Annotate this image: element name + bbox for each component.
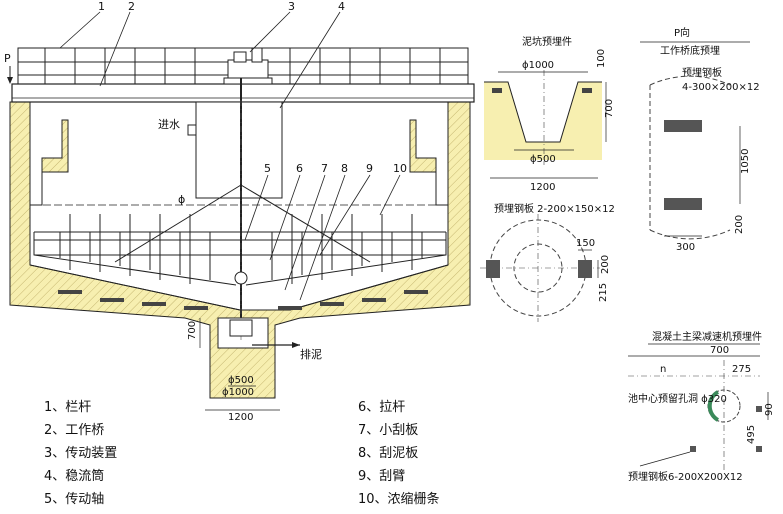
beam-n-mark: n [660,364,666,375]
callout-2: 2 [128,0,135,13]
outlet-label: 排泥 [300,347,322,361]
plate-dim-200: 200 [600,255,611,274]
pit-dim-700: 700 [604,99,615,118]
plate-dim-150: 150 [576,238,595,249]
pit-detail: 泥坑预埋件 ϕ1000 100 700 ϕ500 1200 [484,35,615,193]
callout-10: 10 [393,162,407,175]
beam-hole-label: 池中心预留孔洞 ϕ320 [628,392,727,405]
pview-subtitle: 工作桥底预埋 [660,44,720,57]
beam-plate-label: 预埋钢板6-200X200X12 [628,470,743,483]
callout-1: 1 [98,0,105,13]
plate-dim-215: 215 [598,283,609,302]
main-dim-phi1000: ϕ1000 [222,387,254,398]
legend-item-tie-rod: 6、拉杆 [358,400,406,415]
legend-item-railing: 1、栏杆 [44,400,92,415]
main-dim-700: 700 [187,321,198,340]
pit-dim-1200: 1200 [530,182,555,193]
beam-dim-90: 90 [764,403,775,416]
callout-6: 6 [296,162,303,175]
beam-dim-275: 275 [732,364,751,375]
scraper-arms [33,184,447,286]
main-dim-phi500: ϕ500 [228,375,254,386]
legend-item-small-scraper: 7、小刮板 [358,423,419,438]
legend-item-picket: 10、浓缩栅条 [358,492,440,507]
legend-item-drive-unit: 3、传动装置 [44,446,118,461]
beam-title: 混凝土主梁减速机预埋件 [652,330,762,343]
pview-title: P向 [674,26,690,39]
scraper-blades [58,290,428,310]
inlet-label: 进水 [158,118,180,131]
callout-4: 4 [338,0,345,13]
sump-dimensions [199,318,280,411]
pit-dim-phi500: ϕ500 [530,154,556,165]
pview-dim-300: 300 [676,242,695,253]
pit-dim-100: 100 [596,49,607,68]
callout-7: 7 [321,162,328,175]
pview-dim-200: 200 [734,215,745,234]
callout-8: 8 [341,162,348,175]
pview-plate-spec: 4-300×200×12 [682,82,760,93]
drive-unit [223,47,273,85]
plate-detail: 预埋钢板 2-200×150×12 150 200 215 [480,202,615,322]
callout-3: 3 [288,0,295,13]
legend-item-scraper-plate: 8、刮泥板 [358,446,419,461]
p-view-detail: P向 工作桥底预埋 预埋钢板 4-300×200×12 1050 200 300 [640,26,760,253]
pit-title: 泥坑预埋件 [522,35,572,48]
callout-5: 5 [264,162,271,175]
p-direction-mark: P [4,52,11,65]
pview-dim-1050: 1050 [740,149,751,174]
callout-leaders [59,11,401,301]
diameter-symbol: ϕ [178,193,185,206]
stilling-well [195,101,283,199]
beam-dim-495: 495 [746,425,757,444]
plate-title: 预埋钢板 2-200×150×12 [494,202,615,215]
pview-plate-label: 预埋钢板 [682,66,722,79]
legend-item-scraper-arm: 9、刮臂 [358,469,406,484]
beam-embed-detail: 混凝土主梁减速机预埋件 700 n 275 池中心预留孔洞 ϕ320 90 49… [628,330,775,483]
main-section: 1 2 3 4 5 6 7 8 9 10 P 进水 排泥 ϕ 700 ϕ500 … [4,0,475,423]
main-dim-1200: 1200 [228,412,253,423]
legend-item-drive-shaft: 5、传动轴 [44,492,105,507]
legend-item-stilling-well: 4、稳流筒 [44,469,105,484]
legend-item-work-bridge: 2、工作桥 [44,423,105,438]
pit-dim-phi1000: ϕ1000 [522,60,554,71]
beam-dim-700: 700 [710,345,729,356]
callout-9: 9 [366,162,373,175]
work-bridge [11,83,475,103]
